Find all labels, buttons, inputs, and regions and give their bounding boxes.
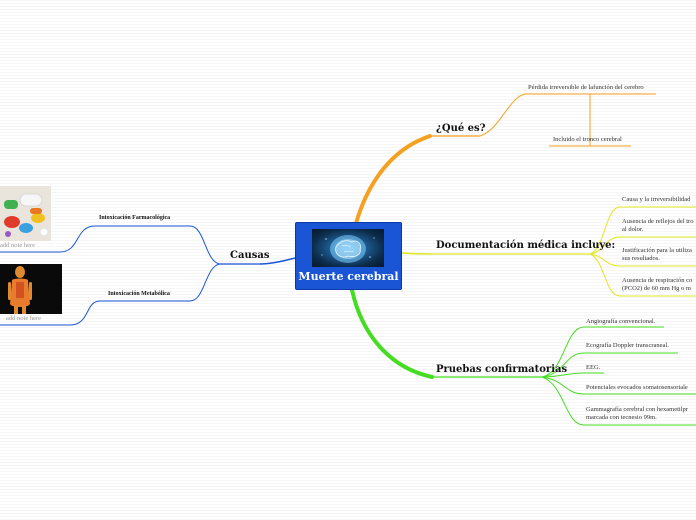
human-body-image bbox=[0, 264, 62, 314]
subtopic-farmacologica[interactable]: Intoxicación Farmacológica bbox=[99, 215, 171, 221]
connector-que-es-item1 bbox=[479, 93, 527, 137]
subtopic-eeg[interactable]: EEG. bbox=[586, 364, 601, 371]
subtopic-justificacion-line1: Justificación para la utiliza bbox=[622, 247, 692, 254]
connector-pruebas-item3 bbox=[541, 372, 585, 378]
connector-pruebas-item1 bbox=[541, 326, 585, 378]
connector-causas bbox=[259, 257, 296, 265]
brain-icon bbox=[312, 229, 384, 267]
pills-image bbox=[0, 186, 51, 241]
connector-pruebas bbox=[350, 288, 434, 379]
subtopic-gammagrafia-line1: Gammagrafía cerebral con hexametilpr bbox=[586, 406, 688, 413]
connector-pruebas-item5 bbox=[541, 376, 585, 426]
subtopic-tronco[interactable]: Incluido el tronco cerebral bbox=[553, 136, 622, 143]
subtopic-reflejos-line1: Ausencia de reflejos del tro bbox=[622, 218, 694, 225]
connector-doc-item1 bbox=[589, 206, 621, 255]
connector-note-2 bbox=[0, 300, 101, 326]
subtopic-metabolica[interactable]: Intoxicación Metabólica bbox=[108, 291, 170, 297]
note-2[interactable]: add note here bbox=[6, 315, 42, 322]
subtopic-ecografia[interactable]: Ecografía Doppler transcraneal. bbox=[586, 342, 669, 349]
subtopic-causa[interactable]: Causa y la irreversibilidad bbox=[622, 196, 691, 203]
subtopic-gammagrafia[interactable]: Gammagrafía cerebral con hexametilpr mar… bbox=[586, 406, 688, 422]
topic-pruebas[interactable]: Pruebas confirmatorias bbox=[436, 364, 568, 375]
subtopic-respiracion-line1: Ausencia de respiración co bbox=[622, 277, 693, 284]
connector-pruebas-item4 bbox=[541, 376, 585, 395]
note-1[interactable]: add note here bbox=[0, 242, 36, 249]
central-topic[interactable]: Muerte cerebral bbox=[295, 222, 402, 290]
subtopic-justificacion[interactable]: Justificación para la utiliza sus result… bbox=[622, 247, 692, 263]
central-topic-label: Muerte cerebral bbox=[298, 270, 399, 283]
subtopic-potenciales[interactable]: Potenciales evocados somatosensoriale bbox=[586, 384, 688, 391]
subtopic-reflejos-line2: al dolor. bbox=[622, 226, 644, 233]
topic-causas[interactable]: Causas bbox=[230, 250, 270, 261]
connector-pruebas-item2 bbox=[541, 352, 585, 378]
subtopic-respiracion-line2: (PCO2) de 60 mm Hg o m bbox=[622, 285, 691, 292]
subtopic-justificacion-line2: sus resultados. bbox=[622, 255, 660, 262]
connector-causas-item1 bbox=[189, 225, 221, 265]
subtopic-reflejos[interactable]: Ausencia de reflejos del tro al dolor. bbox=[622, 218, 693, 234]
connector-causas-item2 bbox=[189, 263, 221, 302]
subtopic-respiracion[interactable]: Ausencia de respiración co (PCO2) de 60 … bbox=[622, 277, 692, 293]
connector-doc-item2 bbox=[589, 236, 621, 255]
topic-documentacion[interactable]: Documentación médica incluye: bbox=[436, 240, 616, 251]
connector-doc-item4 bbox=[589, 253, 621, 297]
connector-documentacion bbox=[401, 252, 433, 255]
connector-note-1 bbox=[0, 225, 96, 253]
subtopic-angiografia[interactable]: Angiografía convencional. bbox=[586, 318, 656, 325]
subtopic-perdida[interactable]: Pérdida irreversible de lafunción del ce… bbox=[528, 84, 644, 91]
connector-doc-item3 bbox=[589, 253, 621, 267]
topic-que-es[interactable]: ¿Qué es? bbox=[436, 123, 486, 134]
subtopic-gammagrafia-line2: marcada con tecnesio 99m. bbox=[586, 414, 657, 421]
